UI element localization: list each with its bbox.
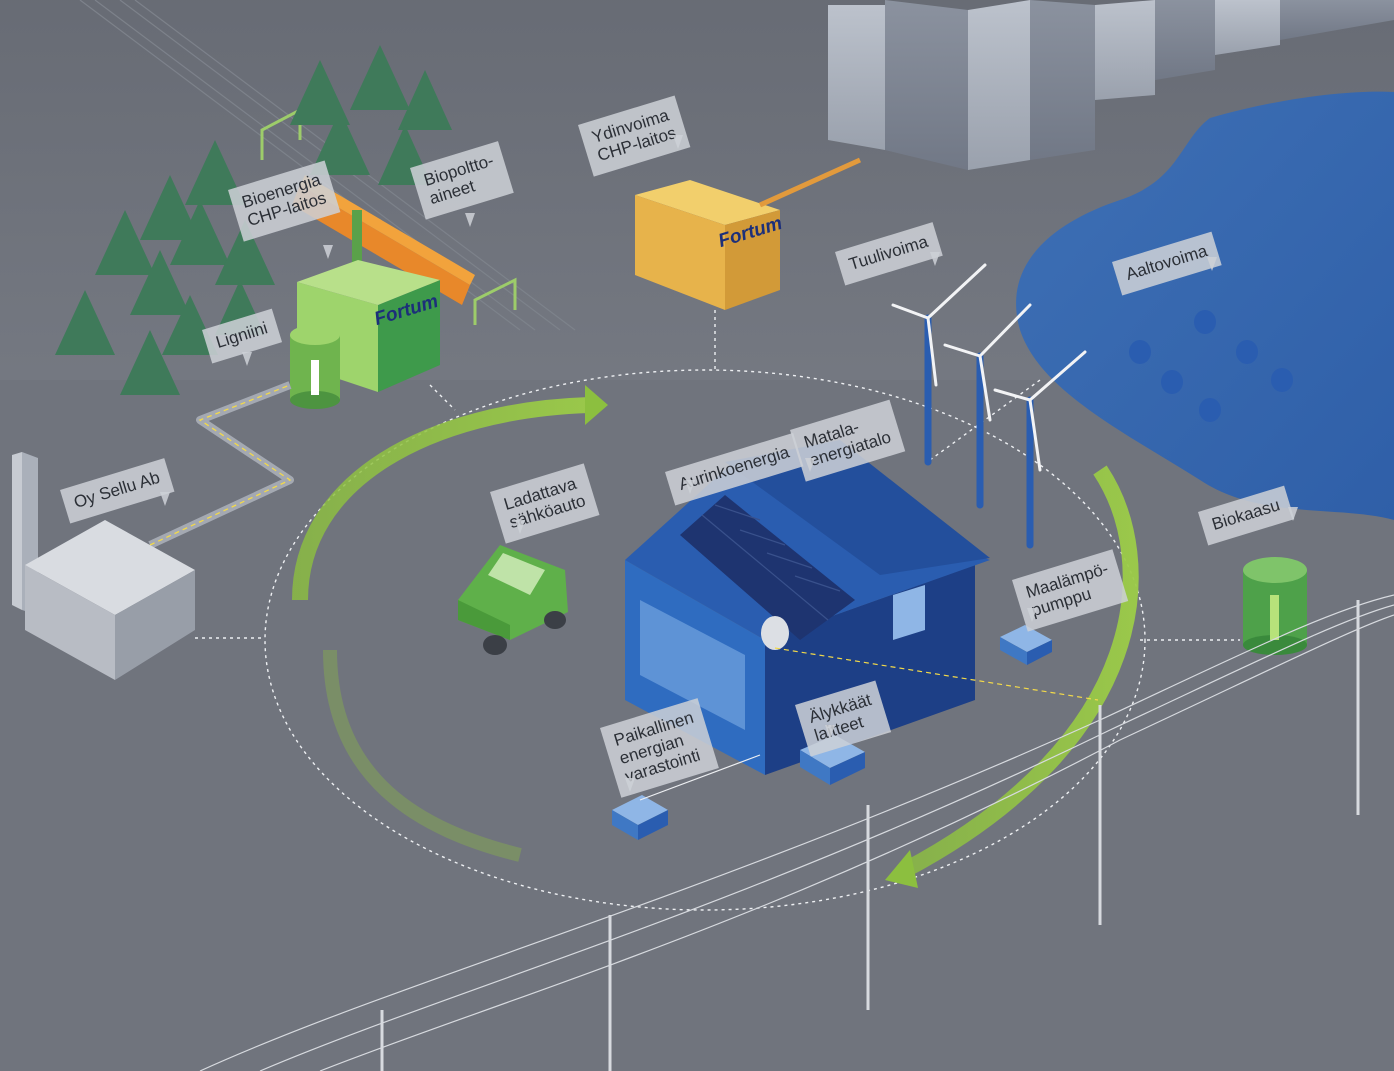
flow-arrow-top xyxy=(292,397,591,601)
wind-turbines xyxy=(891,263,1087,549)
nuclear-chp-plant xyxy=(635,157,862,310)
connection-lines xyxy=(195,310,1240,911)
callout-line: Ligniini xyxy=(213,318,270,352)
flow-arrow-bottom xyxy=(901,465,1139,878)
power-poles xyxy=(380,600,1360,1071)
heat-pump-box xyxy=(1000,625,1052,665)
pipe-flow xyxy=(149,384,292,546)
apartment-buildings xyxy=(828,0,1394,170)
lignin-silo xyxy=(290,325,340,409)
flow-arrowhead-top xyxy=(585,385,608,425)
sea xyxy=(1016,91,1394,520)
flow-arrow-left xyxy=(323,649,522,862)
flow-arrowhead-bottom xyxy=(885,850,918,888)
power-lines xyxy=(199,594,1394,1071)
biofuel-train xyxy=(292,175,475,305)
electric-car xyxy=(458,545,568,655)
wave-buoys xyxy=(1129,310,1293,422)
pulp-mill xyxy=(12,452,195,680)
storage-box xyxy=(612,795,668,840)
biogas-tank xyxy=(1243,557,1307,655)
